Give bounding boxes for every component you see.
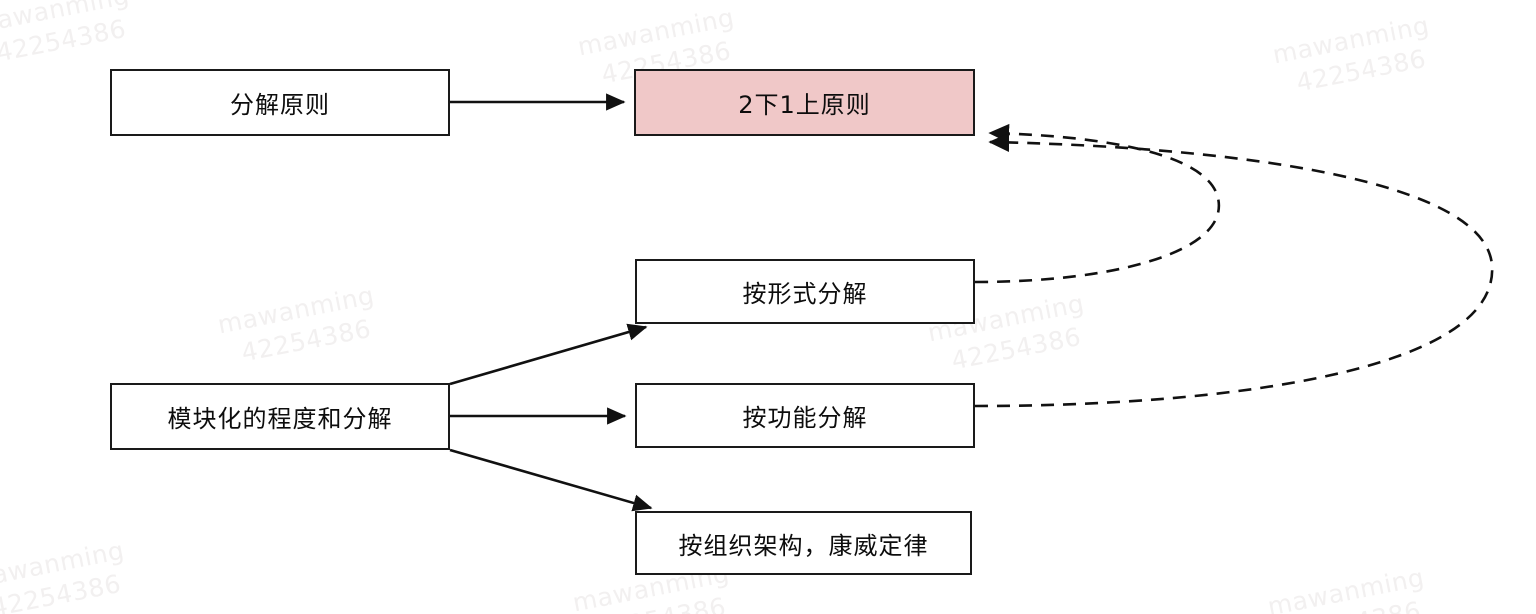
edge-modularity-to-form: [449, 323, 648, 386]
node-label: 按组织架构，康威定律: [678, 531, 929, 560]
watermark-line-1: mawanming: [1270, 10, 1432, 70]
watermark-line-1: mawanming: [0, 535, 127, 595]
watermark-line-1: mawanming: [1265, 562, 1427, 614]
watermark-line-1: mawanming: [215, 280, 377, 340]
node-two-down-one-up-principle[interactable]: 2下1上原则: [634, 69, 975, 136]
watermark-line-2: 42254386: [0, 568, 124, 614]
watermark-line-2: 42254386: [576, 589, 738, 614]
node-decompose-by-function[interactable]: 按功能分解: [635, 383, 975, 448]
node-decompose-by-org-conway[interactable]: 按组织架构，康威定律: [635, 511, 972, 575]
watermark-line-2: 42254386: [1293, 43, 1429, 98]
node-label: 按功能分解: [742, 404, 868, 432]
watermark-line-2: 42254386: [0, 13, 129, 68]
node-label: 按形式分解: [742, 280, 868, 308]
node-decomposition-principle[interactable]: 分解原则: [110, 69, 450, 136]
node-modularity-and-decomposition[interactable]: 模块化的程度和分解: [110, 383, 450, 450]
watermark-line-2: 42254386: [238, 313, 374, 368]
node-label: 分解原则: [230, 91, 330, 119]
node-label: 模块化的程度和分解: [167, 405, 393, 433]
watermark-line-1: mawanming: [0, 0, 132, 40]
watermark-line-2: 42254386: [1271, 593, 1433, 614]
edge-modularity-to-org: [449, 448, 653, 512]
node-decompose-by-form[interactable]: 按形式分解: [635, 259, 975, 324]
edge-function-to-rule: [974, 132, 1494, 408]
node-label: 2下1上原则: [738, 91, 871, 119]
watermark-line-2: 42254386: [948, 321, 1084, 376]
watermark-line-1: mawanming: [575, 2, 737, 62]
edge-form-to-rule: [974, 123, 1221, 284]
